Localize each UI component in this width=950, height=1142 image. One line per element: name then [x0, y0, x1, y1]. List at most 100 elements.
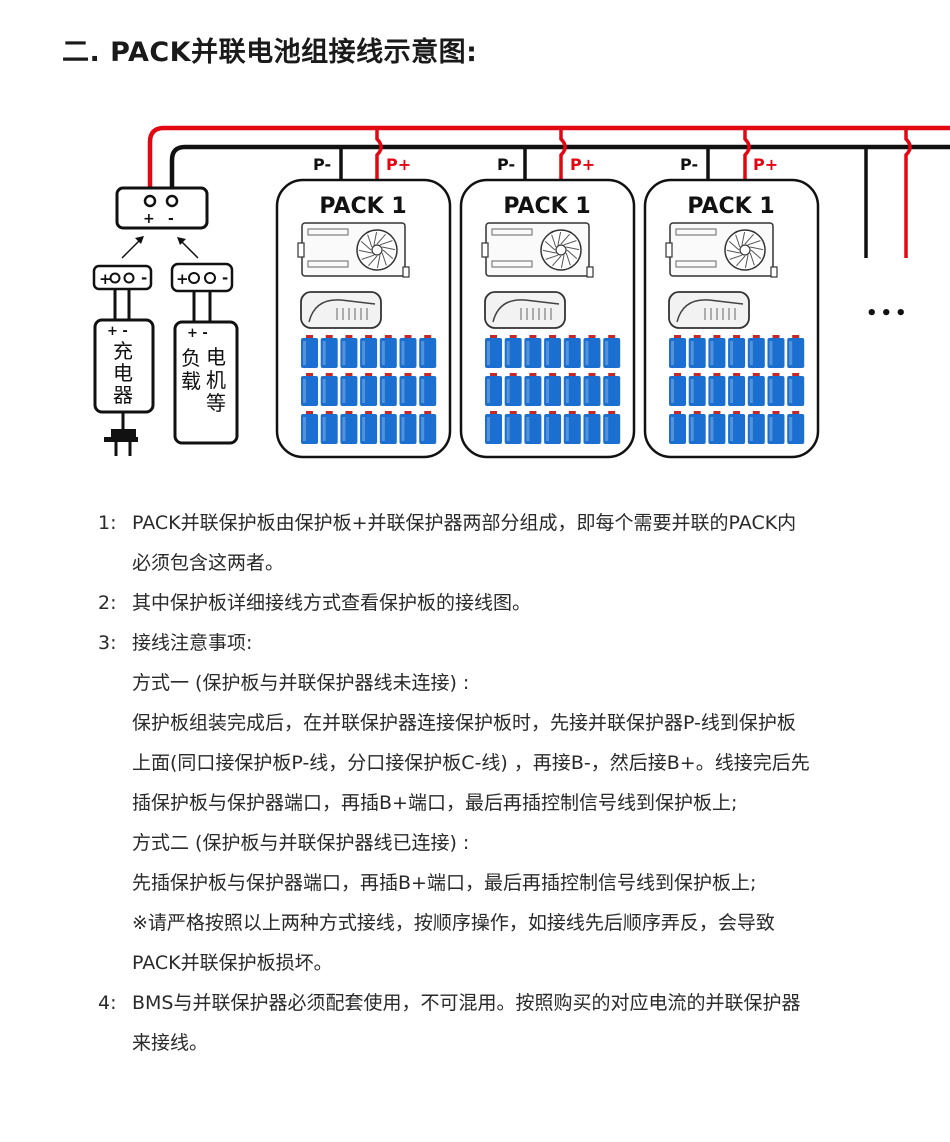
note-number: 2:	[98, 592, 117, 614]
pack-label: PACK 1	[503, 194, 590, 219]
battery-cell	[767, 411, 785, 444]
note-text: 必须包含这两者。	[132, 552, 285, 574]
pack1-p-plus-label: P+	[386, 155, 411, 174]
note-line: 必须包含这两者。	[98, 543, 928, 583]
battery-cell	[419, 335, 437, 368]
battery-cell	[360, 373, 378, 406]
note-line: 插保护板与保护器端口，再插B+端口，最后再插控制信号线到保护板上;	[98, 783, 928, 823]
load-label-1: 负	[181, 346, 201, 370]
load-terminals-label: + -	[187, 326, 208, 341]
battery-cell	[320, 373, 338, 406]
svg-text:+: +	[99, 270, 112, 288]
arrow-load-to-junction	[177, 237, 199, 259]
protection-board-icon	[297, 222, 410, 278]
battery-cell	[504, 411, 522, 444]
note-line: 先插保护板与保护器端口，再插B+端口，最后再插控制信号线到保护板上;	[98, 863, 928, 903]
note-text: 其中保护板详细接线方式查看保护板的接线图。	[132, 592, 532, 614]
note-line: 2: 其中保护板详细接线方式查看保护板的接线图。	[98, 583, 928, 623]
junction-minus-label: -	[168, 211, 174, 227]
note-line: 4: BMS与并联保护器必须配套使用，不可混用。按照购买的对应电流的并联保护器	[98, 983, 928, 1023]
more-packs-ellipsis: •••	[866, 303, 910, 324]
note-line: 来接线。	[98, 1023, 928, 1063]
load-label-4: 机	[206, 368, 226, 392]
note-text: 保护板组装完成后，在并联保护器连接保护板时，先接并联保护器P-线到保护板	[132, 712, 796, 734]
note-text: 插保护板与保护器端口，再插B+端口，最后再插控制信号线到保护板上;	[132, 792, 738, 814]
arrow-charger-to-junction	[121, 236, 144, 259]
battery-cell	[603, 335, 621, 368]
battery-cell	[688, 373, 706, 406]
note-text: ※请严格按照以上两种方式接线，按顺序操作，如接线先后顺序弄反，会导致	[132, 912, 775, 934]
pack3-p-plus-label: P+	[753, 155, 778, 174]
battery-cell	[524, 335, 542, 368]
negative-bus-wire	[169, 144, 950, 196]
pack-1: PACK 1	[275, 178, 452, 459]
charger-label-2: 电	[113, 361, 133, 385]
page-title: 二. PACK并联电池组接线示意图:	[62, 37, 478, 68]
note-number: 4:	[98, 992, 117, 1014]
pack3-positive-drop	[743, 128, 751, 180]
note-text: 先插保护板与保护器端口，再插B+端口，最后再插控制信号线到保护板上;	[132, 872, 757, 894]
note-number: 1:	[98, 512, 117, 534]
battery-cell	[419, 373, 437, 406]
battery-cell	[301, 373, 318, 406]
battery-cell	[485, 335, 502, 368]
note-number: 3:	[98, 632, 117, 654]
battery-cell	[787, 411, 805, 444]
battery-cell	[787, 335, 805, 368]
note-line: 1: PACK并联保护板由保护板+并联保护器两部分组成，即每个需要并联的PACK内	[98, 503, 928, 543]
battery-cell	[340, 335, 358, 368]
battery-cell	[708, 335, 726, 368]
battery-cell	[524, 411, 542, 444]
parallel-protector-icon	[300, 291, 382, 329]
battery-cell	[504, 335, 522, 368]
next-pack-positive-drop	[904, 128, 912, 258]
note-line: 方式二 (保护板与并联保护器线已连接) :	[98, 823, 928, 863]
battery-cell	[485, 373, 502, 406]
battery-cell	[563, 411, 581, 444]
pack-3: PACK 1	[643, 178, 820, 459]
charger-label-3: 器	[113, 383, 133, 407]
battery-cell	[340, 373, 358, 406]
load-label-2: 载	[181, 369, 201, 393]
battery-cell	[320, 335, 338, 368]
battery-cell	[669, 373, 686, 406]
battery-cell	[583, 411, 601, 444]
note-line: PACK并联保护板损坏。	[98, 943, 928, 983]
battery-cell	[399, 335, 417, 368]
charger-label-1: 充	[113, 339, 133, 363]
battery-cell	[787, 373, 805, 406]
charger-connector: + -	[92, 264, 153, 291]
pack3-p-minus-label: P-	[680, 155, 698, 174]
note-text: PACK并联保护板损坏。	[132, 952, 333, 974]
battery-cell	[747, 373, 765, 406]
battery-cell	[340, 411, 358, 444]
pack-label: PACK 1	[687, 194, 774, 219]
battery-cell	[728, 411, 746, 444]
note-line: 3:接线注意事项:	[98, 623, 928, 663]
battery-cell	[504, 373, 522, 406]
pack-2: PACK 1	[459, 178, 636, 459]
parallel-protector-icon	[484, 291, 566, 329]
note-text: BMS与并联保护器必须配套使用，不可混用。按照购买的对应电流的并联保护器	[132, 992, 801, 1014]
battery-cell	[544, 411, 562, 444]
battery-cell	[399, 411, 417, 444]
junction-positive-terminal	[143, 194, 157, 208]
power-plug-icon	[104, 412, 138, 456]
pack2-positive-drop	[559, 128, 567, 180]
notes-list: 1: PACK并联保护板由保护板+并联保护器两部分组成，即每个需要并联的PACK内…	[98, 503, 928, 1063]
junction-plus-label: +	[143, 211, 155, 227]
battery-cell	[728, 373, 746, 406]
positive-bus-wire	[147, 125, 950, 196]
battery-cell	[583, 335, 601, 368]
battery-cell	[603, 411, 621, 444]
battery-cell	[767, 373, 785, 406]
battery-cell	[379, 411, 397, 444]
svg-text:-: -	[141, 269, 147, 287]
note-text: 方式二 (保护板与并联保护器线已连接) :	[132, 832, 470, 854]
load-label-3: 电	[206, 345, 226, 369]
load-label-5: 等	[206, 391, 226, 415]
note-text: 来接线。	[132, 1032, 209, 1054]
note-text: PACK并联保护板由保护板+并联保护器两部分组成，即每个需要并联的PACK内	[132, 512, 797, 534]
note-text: 上面(同口接保护板P-线，分口接保护板C-线) ，再接B-，然后接B+。线接完后…	[132, 752, 810, 774]
battery-cell	[399, 373, 417, 406]
